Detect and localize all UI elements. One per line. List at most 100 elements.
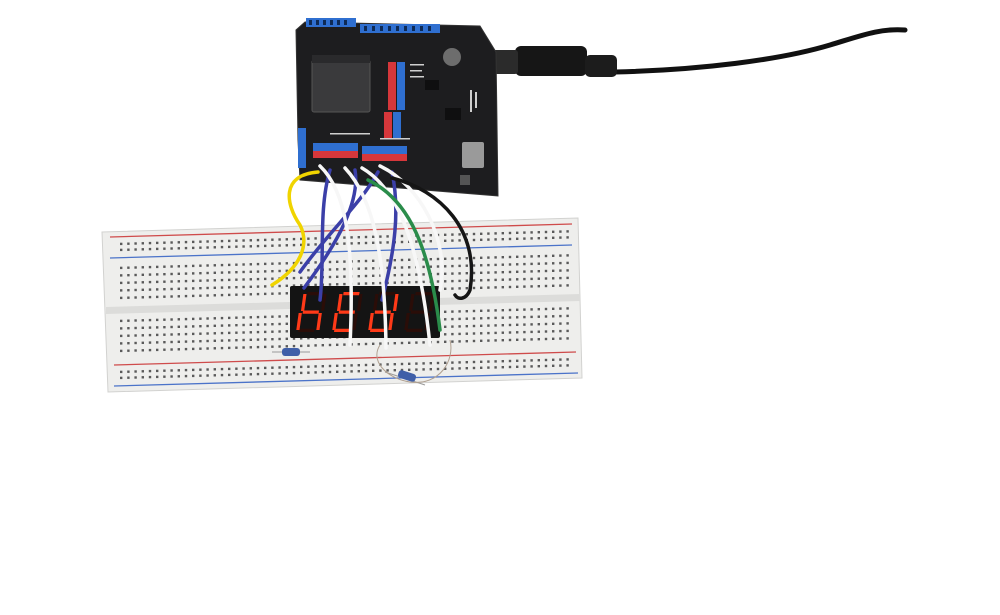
breadboard-hole bbox=[501, 256, 504, 259]
breadboard-hole bbox=[141, 334, 144, 337]
resistor-leads-3 bbox=[376, 339, 452, 383]
breadboard-hole bbox=[156, 265, 159, 269]
breadboard-hole bbox=[465, 340, 468, 343]
breadboard-hole bbox=[472, 309, 476, 313]
breadboard-hole bbox=[458, 287, 461, 290]
breadboard-hole bbox=[213, 240, 216, 243]
breadboard-hole bbox=[523, 255, 526, 258]
breadboard-hole bbox=[249, 293, 252, 296]
breadboard-hole bbox=[141, 266, 144, 269]
breadboard-hole bbox=[271, 270, 274, 273]
ic-chip-2 bbox=[445, 108, 461, 120]
breadboard-hole bbox=[321, 344, 324, 347]
breadboard-hole bbox=[422, 258, 425, 261]
breadboard-hole bbox=[472, 232, 476, 236]
breadboard-hole bbox=[350, 242, 353, 245]
breadboard-hole bbox=[127, 327, 130, 330]
breadboard-hole bbox=[451, 233, 454, 236]
mid-header-red-1 bbox=[388, 62, 396, 110]
breadboard-hole bbox=[530, 308, 533, 311]
breadboard-hole bbox=[530, 255, 533, 258]
breadboard-hole bbox=[163, 273, 166, 276]
breadboard-hole bbox=[400, 281, 404, 284]
breadboard-hole bbox=[465, 317, 468, 320]
breadboard-hole bbox=[141, 341, 144, 344]
breadboard-hole bbox=[379, 281, 382, 285]
breadboard-hole bbox=[177, 241, 180, 244]
breadboard-hole bbox=[134, 242, 137, 245]
breadboard-hole bbox=[134, 319, 137, 322]
breadboard-hole bbox=[487, 286, 490, 289]
display-segment bbox=[388, 313, 394, 330]
breadboard-hole bbox=[508, 270, 512, 274]
breadboard-hole bbox=[235, 324, 238, 327]
breadboard-hole bbox=[508, 285, 512, 289]
breadboard-hole bbox=[134, 334, 137, 337]
breadboard-hole bbox=[278, 244, 281, 247]
breadboard-hole bbox=[559, 329, 562, 333]
breadboard-hole bbox=[235, 278, 238, 281]
breadboard-hole bbox=[228, 278, 231, 282]
breadboard-hole bbox=[480, 238, 483, 241]
breadboard-hole bbox=[156, 341, 159, 344]
breadboard-hole bbox=[256, 262, 260, 266]
breadboard-hole bbox=[271, 292, 274, 295]
breadboard-hole bbox=[184, 332, 188, 336]
breadboard-hole bbox=[213, 339, 216, 342]
breadboard-hole bbox=[494, 331, 497, 335]
breadboard-hole bbox=[220, 339, 224, 342]
breadboard-hole bbox=[429, 234, 432, 237]
breadboard-hole bbox=[559, 307, 562, 310]
breadboard-hole bbox=[163, 369, 166, 372]
breadboard-hole bbox=[242, 346, 245, 349]
breadboard-hole bbox=[156, 369, 159, 373]
breadboard-hole bbox=[199, 374, 202, 377]
breadboard-hole bbox=[480, 309, 483, 312]
breadboard-hole bbox=[465, 325, 468, 328]
breadboard-hole bbox=[249, 323, 252, 326]
breadboard-hole bbox=[220, 316, 224, 320]
breadboard-hole bbox=[141, 273, 144, 276]
breadboard-hole bbox=[408, 362, 411, 365]
breadboard-hole bbox=[206, 324, 209, 328]
breadboard-hole bbox=[530, 359, 533, 362]
breadboard-hole bbox=[451, 287, 454, 290]
breadboard-hole bbox=[458, 332, 461, 336]
breadboard-hole bbox=[156, 318, 159, 322]
breadboard-hole bbox=[134, 349, 137, 352]
breadboard-hole bbox=[213, 374, 216, 377]
breadboard-hole bbox=[307, 276, 310, 279]
breadboard-hole bbox=[494, 278, 497, 282]
breadboard-hole bbox=[566, 337, 569, 340]
breadboard-hole bbox=[292, 243, 296, 247]
breadboard-hole bbox=[292, 344, 296, 348]
breadboard-hole bbox=[249, 270, 252, 273]
breadboard-hole bbox=[141, 296, 144, 299]
breadboard-hole bbox=[170, 295, 173, 298]
breadboard-hole bbox=[184, 264, 188, 268]
breadboard-hole bbox=[523, 323, 526, 326]
mid-header-blue-2 bbox=[393, 112, 401, 138]
breadboard-hole bbox=[487, 263, 490, 267]
breadboard-hole bbox=[242, 239, 245, 242]
breadboard-hole bbox=[530, 338, 533, 341]
breadboard-hole bbox=[444, 257, 447, 260]
breadboard-hole bbox=[444, 340, 447, 343]
breadboard-hole bbox=[422, 273, 425, 276]
breadboard-hole bbox=[415, 341, 418, 344]
breadboard-hole bbox=[516, 365, 519, 368]
top-header-right bbox=[360, 24, 440, 33]
breadboard-hole bbox=[458, 310, 461, 313]
display-segment bbox=[406, 328, 423, 332]
breadboard-hole bbox=[228, 263, 231, 267]
breadboard-hole bbox=[516, 359, 519, 362]
breadboard-hole bbox=[199, 317, 202, 320]
breadboard-hole bbox=[120, 296, 123, 300]
breadboard-hole bbox=[285, 372, 288, 375]
rail-line-blue-top bbox=[109, 244, 573, 259]
breadboard-hole bbox=[422, 362, 425, 365]
breadboard-hole bbox=[537, 359, 540, 362]
breadboard-hole bbox=[400, 266, 404, 269]
breadboard-hole bbox=[321, 371, 324, 374]
breadboard-hole bbox=[314, 344, 317, 347]
